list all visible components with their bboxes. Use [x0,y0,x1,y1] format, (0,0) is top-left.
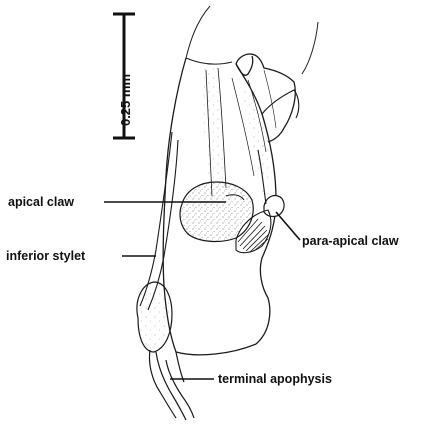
label-apical-claw: apical claw [8,196,74,209]
terminal-apophysis [149,350,194,420]
apical-claw-structure [180,182,253,241]
label-inferior-stylet: inferior stylet [6,250,85,263]
scale-bar-label: 0.25 mm [118,70,134,130]
label-para-apical-claw: para-apical claw [302,235,399,248]
leader-para-apical-claw [276,212,300,240]
label-terminal-apophysis: terminal apophysis [218,373,332,386]
lower-lobe [137,282,172,352]
